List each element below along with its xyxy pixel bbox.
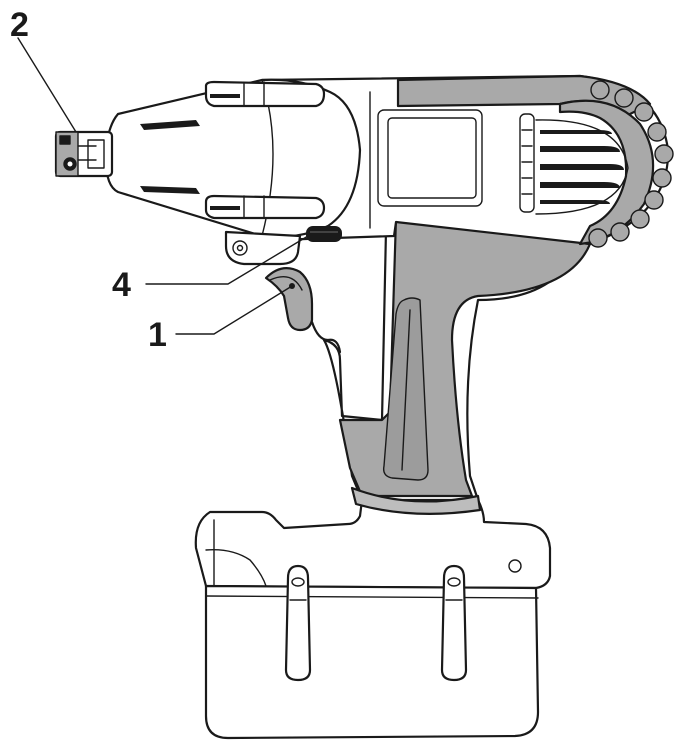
forward-reverse-switch: [224, 226, 342, 266]
battery-latch-right: [440, 564, 468, 682]
callout-1-label: 1: [148, 316, 167, 354]
battery-indicator-icon: [508, 559, 522, 573]
callout-4-label: 4: [112, 266, 131, 304]
square-drive-anvil: [54, 130, 114, 178]
callout-2-label: 2: [10, 6, 29, 44]
rear-cap-bumps: [588, 80, 674, 248]
leader-line-4: [145, 235, 309, 285]
handle-grip: [322, 216, 592, 515]
leader-line-2: [17, 37, 77, 133]
hammer-case: [104, 78, 362, 238]
leader-line-1: [175, 285, 293, 335]
trigger-switch: [264, 267, 342, 354]
motor-housing: [260, 74, 674, 248]
battery-pack: [194, 498, 552, 740]
vent-slots: [535, 119, 629, 215]
leader-lines: [17, 37, 309, 335]
battery-latch-left: [284, 564, 312, 682]
